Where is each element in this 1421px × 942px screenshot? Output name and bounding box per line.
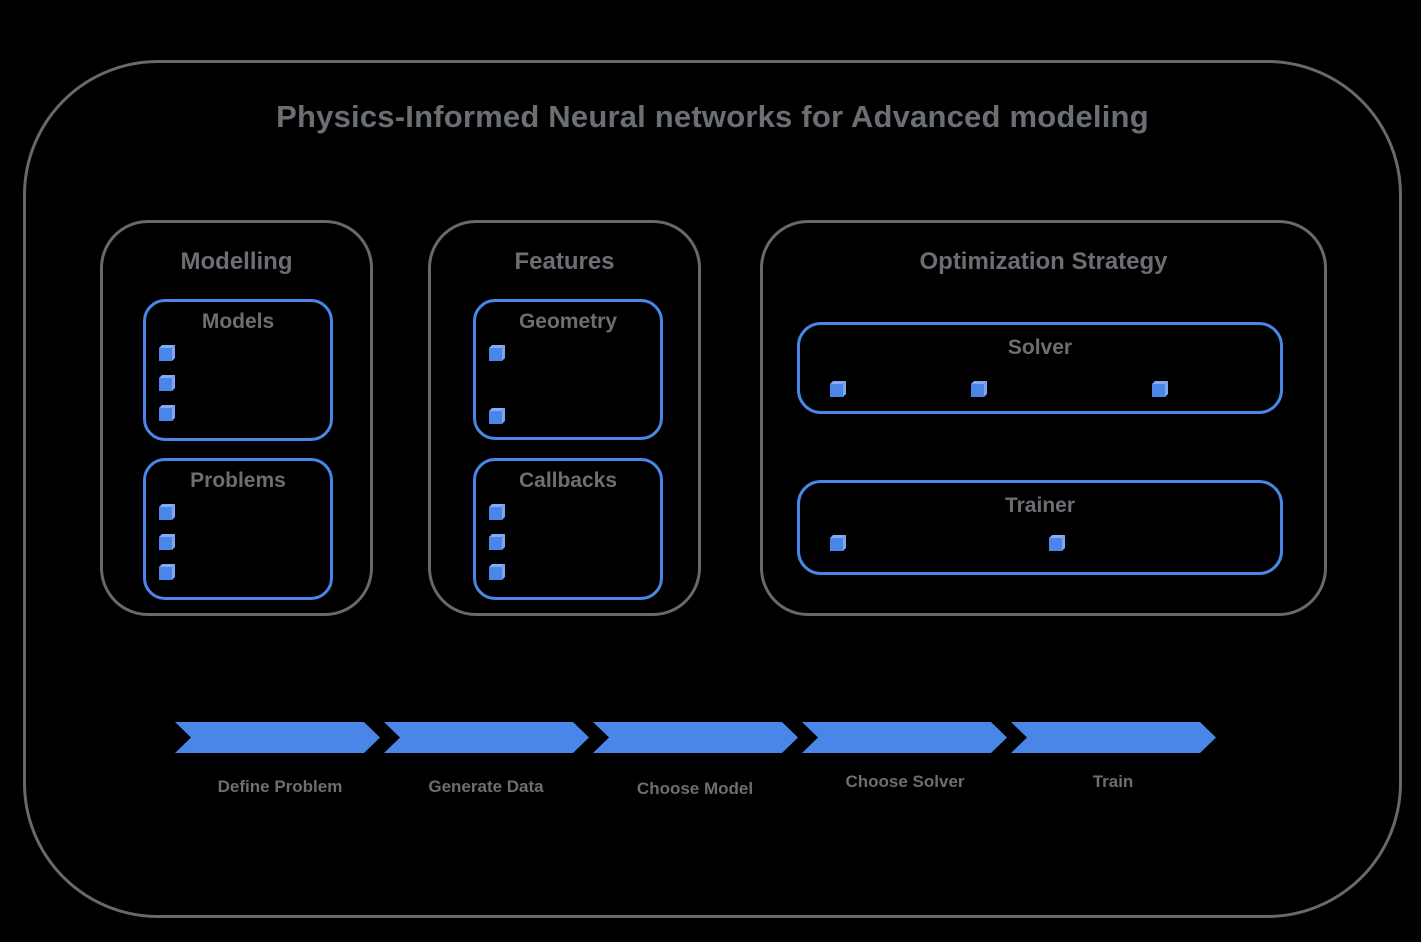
- step-label-choose-model: Choose Model: [636, 779, 754, 798]
- cube-icon: [159, 348, 172, 361]
- cube-icon: [1049, 538, 1062, 551]
- section-title-features: Features: [514, 248, 615, 275]
- cube-icon: [830, 384, 843, 397]
- cube-icon: [489, 348, 502, 361]
- chevron-arrow: [802, 722, 1007, 753]
- problems-group: Problems: [143, 458, 333, 600]
- optimization-strategy-section: Optimization Strategy Solver Trainer: [760, 220, 1327, 616]
- chevron-arrow: [1011, 722, 1216, 753]
- trainer-group: Trainer: [797, 480, 1283, 575]
- step-label-choose-solver: Choose Solver: [845, 772, 965, 791]
- cube-icon: [159, 378, 172, 391]
- geometry-group: Geometry: [473, 299, 663, 440]
- cube-icon: [971, 384, 984, 397]
- group-title-models: Models: [201, 310, 275, 333]
- models-group: Models: [143, 299, 333, 441]
- chevron-arrow: [384, 722, 589, 753]
- features-section: Features Geometry Callbacks: [428, 220, 701, 616]
- cube-list: [489, 348, 502, 424]
- group-title-callbacks: Callbacks: [518, 469, 618, 492]
- group-title-trainer: Trainer: [1004, 494, 1076, 517]
- cube-icon: [489, 567, 502, 580]
- cube-list: [159, 348, 172, 421]
- pipeline: Define Problem Generate Data Choose Mode…: [175, 722, 1220, 832]
- step-label-train: Train: [1092, 772, 1134, 791]
- cube-list: [159, 507, 172, 580]
- step-label-define-problem: Define Problem: [217, 777, 343, 796]
- chevron-arrow: [175, 722, 380, 753]
- cube-list: [800, 483, 1280, 572]
- cube-list: [800, 325, 1280, 411]
- group-title-geometry: Geometry: [518, 310, 618, 333]
- section-title-optimization: Optimization Strategy: [919, 248, 1168, 275]
- step-label-generate-data: Generate Data: [428, 777, 544, 796]
- cube-icon: [830, 538, 843, 551]
- modelling-section: Modelling Models Problems: [100, 220, 373, 616]
- cube-list: [489, 507, 502, 580]
- main-frame: [23, 60, 1402, 918]
- chevron-arrow: [593, 722, 798, 753]
- cube-icon: [159, 408, 172, 421]
- section-title-modelling: Modelling: [180, 248, 293, 275]
- cube-icon: [489, 537, 502, 550]
- cube-icon: [159, 537, 172, 550]
- solver-group: Solver: [797, 322, 1283, 414]
- group-title-problems: Problems: [190, 469, 286, 492]
- cube-icon: [159, 507, 172, 520]
- diagram-title: Physics-Informed Neural networks for Adv…: [276, 99, 1149, 134]
- cube-icon: [489, 507, 502, 520]
- cube-icon: [489, 411, 502, 424]
- group-title-solver: Solver: [1007, 336, 1073, 359]
- cube-icon: [1152, 384, 1165, 397]
- cube-icon: [159, 567, 172, 580]
- callbacks-group: Callbacks: [473, 458, 663, 600]
